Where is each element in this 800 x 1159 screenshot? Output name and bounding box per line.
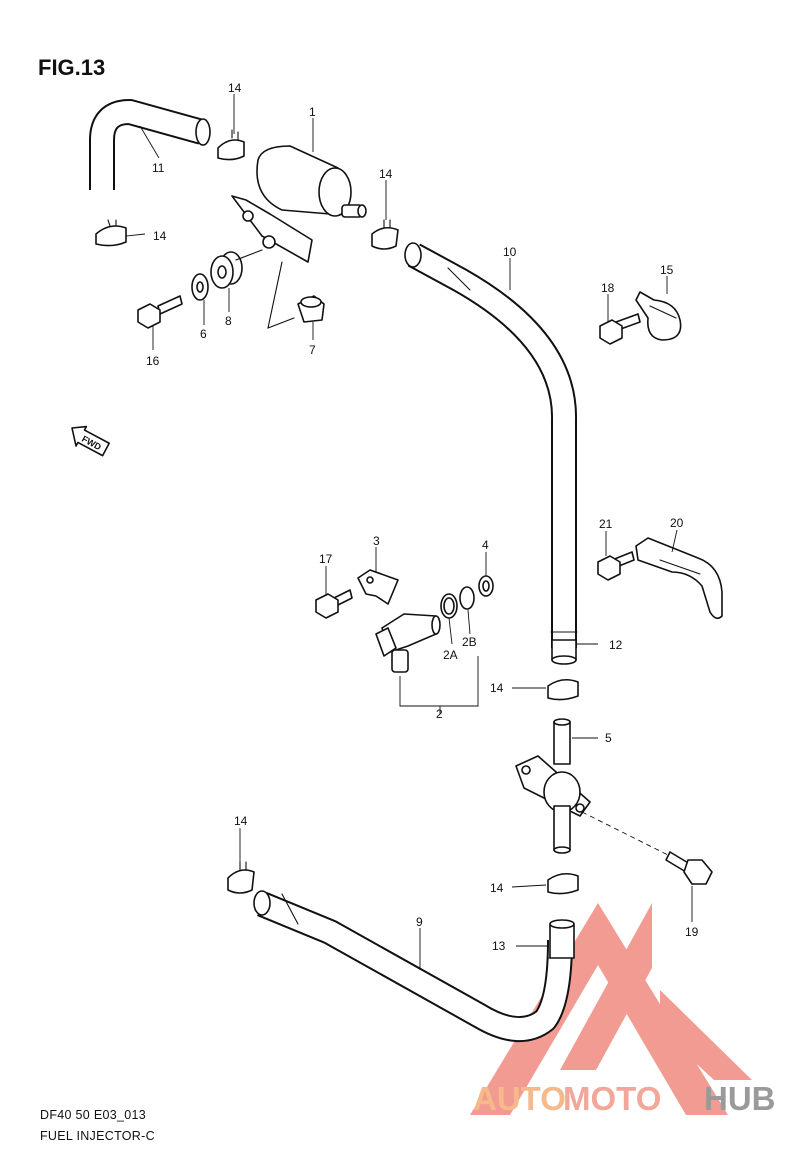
callout-5: 5 (605, 731, 612, 745)
part-15-clamp (635, 291, 682, 341)
part-14-clamp (371, 219, 399, 250)
part-3-plate (357, 569, 399, 605)
callout-21: 21 (599, 517, 613, 531)
part-20-bracket (635, 537, 723, 620)
callout-14: 14 (228, 81, 242, 95)
part-8-bushing (210, 251, 243, 289)
watermark-hub: HUB (704, 1080, 776, 1117)
watermark-auto: AUTO (473, 1080, 566, 1117)
callout-14: 14 (234, 814, 248, 828)
callout-8: 8 (225, 314, 232, 328)
callout-14: 14 (153, 229, 167, 243)
part-11-hose (89, 99, 211, 190)
part-6-washer (191, 273, 209, 301)
part-2-fuel-injector (375, 613, 441, 673)
callout-4: 4 (482, 538, 489, 552)
part-12-hose-end (551, 639, 577, 665)
part-17-bolt (315, 589, 353, 619)
fwd-direction-marker: FWD (71, 425, 110, 457)
part-14-clamp (217, 129, 245, 161)
leader-lines (125, 94, 693, 970)
part-13-hose-end (549, 919, 575, 959)
callout-6: 6 (200, 327, 207, 341)
callout-14: 14 (379, 167, 393, 181)
callout-15: 15 (660, 263, 674, 277)
callout-2b: 2B (462, 635, 477, 649)
part-19-screw (665, 851, 713, 885)
callout-20: 20 (670, 516, 684, 530)
footer-code: DF40 50 E03_013 (40, 1108, 146, 1122)
part-2a-o-ring (440, 593, 458, 619)
part-2b-seal (459, 586, 475, 610)
callout-17: 17 (319, 552, 333, 566)
callout-16: 16 (146, 354, 160, 368)
callout-12: 12 (609, 638, 623, 652)
part-14-clamp (547, 678, 579, 701)
watermark-moto: MOTO (563, 1080, 661, 1117)
part-4-o-ring (478, 575, 494, 597)
callout-14: 14 (490, 881, 504, 895)
callout-19: 19 (685, 925, 699, 939)
part-18-bolt (599, 313, 641, 345)
callout-13: 13 (492, 939, 506, 953)
watermark-wordmark: AUTO MOTO HUB (473, 1080, 776, 1117)
callout-18: 18 (601, 281, 615, 295)
callout-7: 7 (309, 343, 316, 357)
callout-3: 3 (373, 534, 380, 548)
part-14-clamp (95, 219, 127, 247)
callout-14: 14 (490, 681, 504, 695)
footer-caption: FUEL INJECTOR-C (40, 1129, 155, 1143)
callout-10: 10 (503, 245, 517, 259)
part-16-bolt (137, 295, 183, 329)
part-9-hose (253, 890, 573, 1043)
part-14-clamp (547, 872, 579, 895)
callout-9: 9 (416, 915, 423, 929)
part-14-clamp (227, 861, 255, 894)
callout-numbers: 1 14 14 14 11 16 6 8 7 10 15 18 20 21 3 … (146, 81, 699, 953)
watermark-logo (470, 903, 752, 1115)
callout-11: 11 (152, 161, 165, 175)
part-1-fuel-filter (231, 145, 367, 263)
part-5-valve (515, 718, 591, 854)
callout-1: 1 (309, 105, 316, 119)
part-21-bolt (597, 551, 635, 581)
callout-2a: 2A (443, 648, 458, 662)
part-10-hose (404, 242, 578, 648)
callout-2: 2 (436, 707, 443, 721)
figure-title: FIG.13 (38, 55, 105, 80)
part-7-grommet (297, 295, 325, 323)
